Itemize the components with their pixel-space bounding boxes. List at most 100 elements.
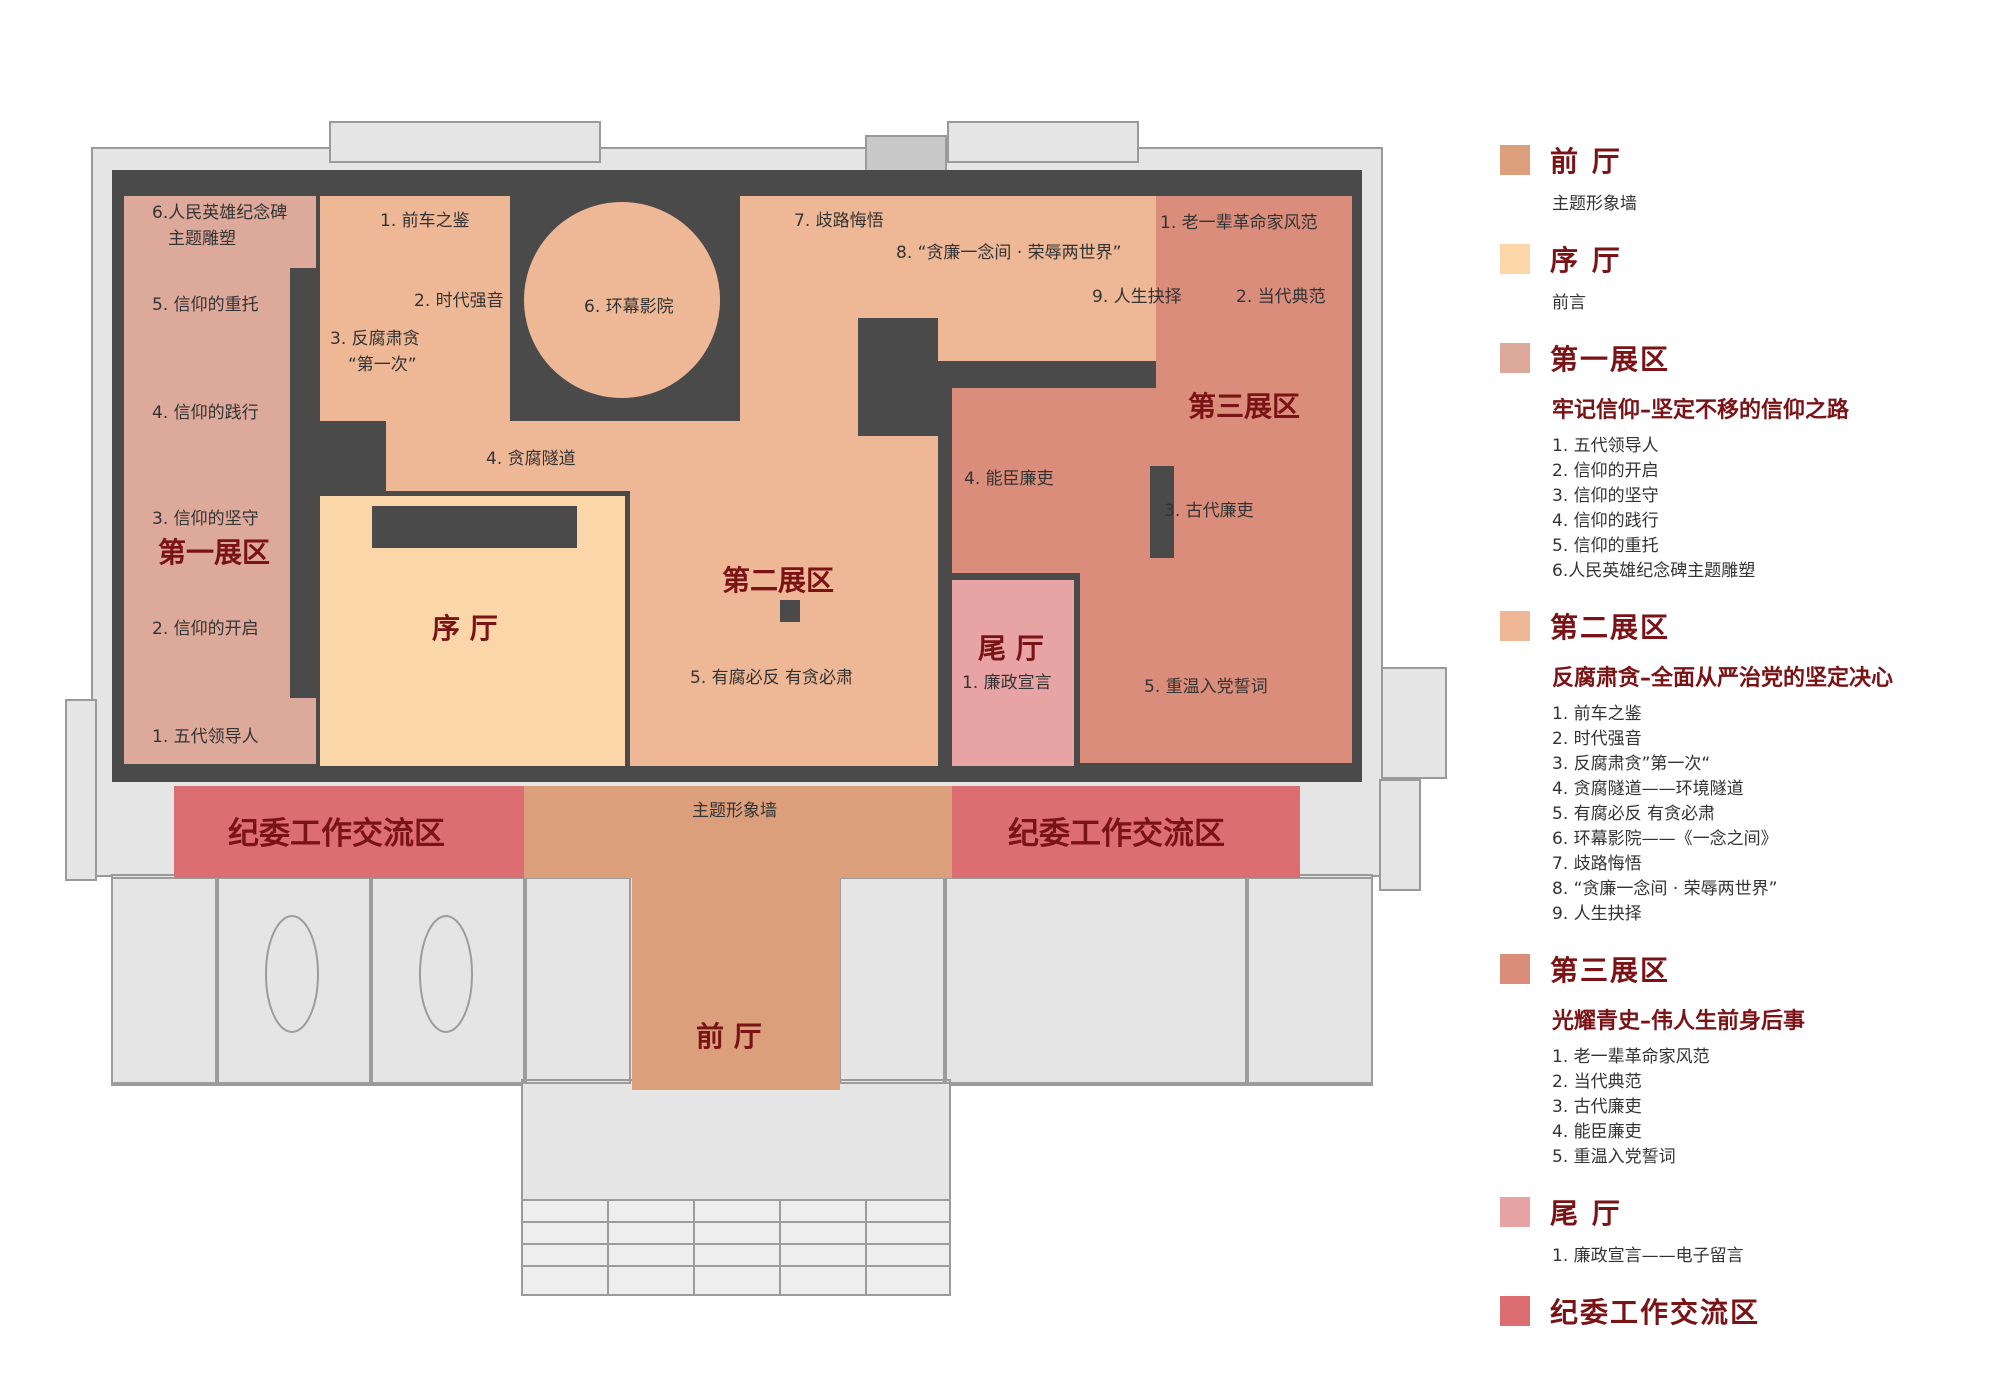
legend-item: 4. 贪腐隧道——环境隧道: [1552, 779, 1744, 799]
legend-item: 6.人民英雄纪念碑主题雕塑: [1552, 561, 1756, 581]
label-z1-6a: 6.人民英雄纪念碑: [152, 202, 287, 223]
legend-title: 尾 厅: [1550, 1197, 1622, 1230]
legend-item: 5. 重温入党誓词: [1552, 1147, 1676, 1167]
legend-item: 主题形象墙: [1552, 194, 1637, 214]
label-wt-1: 1. 廉政宣言: [962, 673, 1052, 693]
label-z2-3b: “第一次”: [348, 355, 417, 375]
legend-group-weiting: 尾 厅 1. 廉政宣言——电子留言: [1500, 1192, 2000, 1269]
zone2-name: 第二展区: [722, 564, 834, 597]
legend-swatch: [1500, 1296, 1530, 1326]
legend-subtitle: 光耀青史–伟人生前身后事: [1552, 1009, 1806, 1034]
qianting-wall-area: [524, 786, 952, 878]
legend-header: 第三展区: [1500, 949, 2000, 989]
legend-item: 3. 信仰的坚守: [1552, 486, 1659, 506]
label-z2-2: 2. 时代强音: [414, 291, 504, 311]
label-wall: 主题形象墙: [692, 801, 777, 821]
legend-header: 尾 厅: [1500, 1192, 2000, 1232]
label-z1-2: 2. 信仰的开启: [152, 619, 259, 639]
legend-items: 1. 廉政宣言——电子留言: [1552, 1244, 2000, 1269]
legend-item: 5. 有腐必反 有贪必肃: [1552, 804, 1716, 824]
legend-item: 1. 五代领导人: [1552, 436, 1659, 456]
legend-item: 4. 能臣廉吏: [1552, 1122, 1642, 1142]
label-z3-4: 4. 能臣廉吏: [964, 469, 1054, 489]
legend-header: 第二展区: [1500, 606, 2000, 646]
zone1-room: [124, 196, 316, 764]
legend-title: 第三展区: [1550, 954, 1671, 987]
label-z1-3: 3. 信仰的坚守: [152, 509, 259, 529]
floor-plan: 6.人民英雄纪念碑 主题雕塑 5. 信仰的重托 4. 信仰的践行 3. 信仰的坚…: [65, 121, 1447, 1296]
legend-item: 1. 前车之鉴: [1552, 704, 1642, 724]
legend-items: 主题形象墙: [1552, 192, 2000, 217]
legend-swatch: [1500, 145, 1530, 175]
legend-item: 7. 歧路悔悟: [1552, 854, 1642, 874]
partitions: [290, 268, 1174, 698]
legend-item: 3. 反腐肃贪”第一次“: [1552, 754, 1711, 774]
legend-item: 1. 廉政宣言——电子留言: [1552, 1246, 1744, 1266]
legend-item: 5. 信仰的重托: [1552, 536, 1659, 556]
qianting-name: 前 厅: [696, 1020, 762, 1053]
legend-item: 前言: [1552, 293, 1586, 313]
legend-header: 纪委工作交流区: [1500, 1291, 2000, 1331]
jiwei-right-name: 纪委工作交流区: [1008, 816, 1225, 852]
label-z2-1: 1. 前车之鉴: [380, 211, 470, 231]
legend-group-zone3: 第三展区光耀青史–伟人生前身后事 1. 老一辈革命家风范 2. 当代典范 3. 古代廉…: [1500, 949, 2000, 1170]
label-z3-2: 2. 当代典范: [1236, 287, 1326, 307]
legend-item: 8. “贪廉一念间 · 荣辱两世界”: [1552, 879, 1778, 899]
legend-items: 1. 老一辈革命家风范 2. 当代典范 3. 古代廉吏 4. 能臣廉吏 5. 重温入党誓…: [1552, 1045, 2000, 1170]
plan-labels: 6.人民英雄纪念碑 主题雕塑 5. 信仰的重托 4. 信仰的践行 3. 信仰的坚…: [152, 202, 1326, 821]
legend-items: 1. 五代领导人 2. 信仰的开启 3. 信仰的坚守 4. 信仰的践行 5. 信仰的重托…: [1552, 434, 2000, 584]
legend-swatch: [1500, 343, 1530, 373]
legend-title: 纪委工作交流区: [1550, 1296, 1761, 1329]
zone3-room-c: [1080, 573, 1352, 763]
legend-swatch: [1500, 1197, 1530, 1227]
legend-swatch: [1500, 954, 1530, 984]
zone3-name: 第三展区: [1188, 390, 1300, 423]
label-z2-6: 6. 环幕影院: [584, 297, 674, 317]
legend-items: 前言: [1552, 291, 2000, 316]
legend-item: 2. 信仰的开启: [1552, 461, 1659, 481]
legend-item: 4. 信仰的践行: [1552, 511, 1659, 531]
label-z2-3a: 3. 反腐肃贪: [330, 329, 420, 349]
legend-item: 2. 当代典范: [1552, 1072, 1642, 1092]
label-z3-5: 5. 重温入党誓词: [1144, 677, 1268, 697]
legend-item: 6. 环幕影院——《一念之间》: [1552, 829, 1778, 849]
zone2-room-a: [320, 196, 510, 421]
legend-item: 3. 古代廉吏: [1552, 1097, 1642, 1117]
legend-title: 序 厅: [1550, 244, 1622, 277]
legend-title: 第一展区: [1550, 343, 1671, 376]
label-z2-4: 4. 贪腐隧道: [486, 449, 576, 469]
qianting-room: [632, 990, 840, 1090]
zone1-name: 第一展区: [158, 536, 270, 569]
weiting-name: 尾 厅: [978, 632, 1044, 665]
legend-item: 1. 老一辈革命家风范: [1552, 1047, 1710, 1067]
label-z1-5: 5. 信仰的重托: [152, 295, 259, 315]
jiwei-left-room: [174, 786, 524, 878]
legend-group-qianting: 前 厅主题形象墙: [1500, 140, 2000, 217]
legend-subtitle: 牢记信仰–坚定不移的信仰之路: [1552, 398, 1850, 423]
legend-header: 第一展区: [1500, 338, 2000, 378]
label-z2-5: 5. 有腐必反 有贪必肃: [690, 668, 853, 688]
jiwei-right-room: [952, 786, 1300, 878]
label-z3-3: 3. 古代廉吏: [1164, 501, 1254, 521]
legend-header: 前 厅: [1500, 140, 2000, 180]
label-z2-8: 8. “贪廉一念间 · 荣辱两世界”: [896, 242, 1121, 263]
legend-item: 9. 人生抉择: [1552, 904, 1642, 924]
zone-names: 第一展区 第二展区 第三展区 序 厅 尾 厅 前 厅 纪委工作交流区 纪委工作交…: [158, 390, 1300, 1053]
weiting-room: [952, 580, 1074, 766]
label-z1-4: 4. 信仰的践行: [152, 403, 259, 423]
legend-item: 2. 时代强音: [1552, 729, 1642, 749]
legend-header: 序 厅: [1500, 239, 2000, 279]
legend-group-zone1: 第一展区牢记信仰–坚定不移的信仰之路 1. 五代领导人 2. 信仰的开启 3. 信仰的…: [1500, 338, 2000, 584]
legend-title: 第二展区: [1550, 611, 1671, 644]
cinema-circle: [524, 202, 720, 398]
label-z2-9: 9. 人生抉择: [1092, 287, 1182, 307]
label-z1-6b: 主题雕塑: [168, 229, 236, 249]
label-z2-7: 7. 歧路悔悟: [794, 211, 884, 231]
jiwei-left-name: 纪委工作交流区: [228, 816, 445, 852]
legend-swatch: [1500, 611, 1530, 641]
rooms: [124, 196, 1352, 1090]
label-z1-1: 1. 五代领导人: [152, 727, 259, 747]
zone2-room-b: [386, 421, 766, 491]
label-z3-1: 1. 老一辈革命家风范: [1160, 213, 1318, 233]
legend-items: 1. 前车之鉴 2. 时代强音 3. 反腐肃贪”第一次“ 4. 贪腐隧道——环境隧道 5…: [1552, 702, 2000, 927]
